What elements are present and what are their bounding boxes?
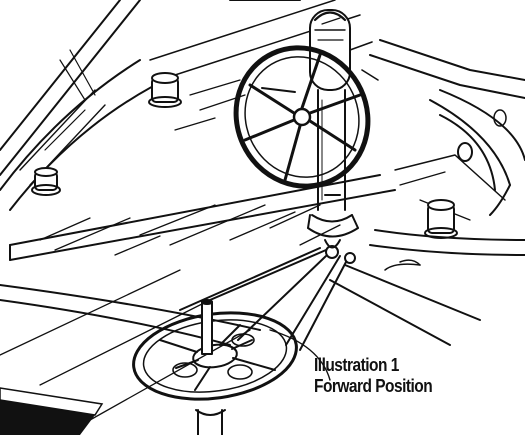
rudder-sheave-wheel <box>132 311 298 401</box>
caption-title: Illustration 1 <box>314 355 399 375</box>
caption-subtitle: Forward Position <box>314 376 433 396</box>
left-cleat <box>31 167 61 196</box>
forward-deck <box>149 0 525 131</box>
floor-planks <box>39 204 341 256</box>
left-gunwale <box>0 0 176 211</box>
steering-wheel <box>233 45 371 189</box>
foreground-deck <box>0 264 481 421</box>
rudder-post <box>195 299 226 435</box>
top-cleat <box>148 72 182 108</box>
right-hull <box>394 89 525 221</box>
illustration-caption: Illustration 1 Forward Position <box>314 355 519 397</box>
thwart-board <box>0 387 104 435</box>
right-cleat <box>424 199 458 239</box>
